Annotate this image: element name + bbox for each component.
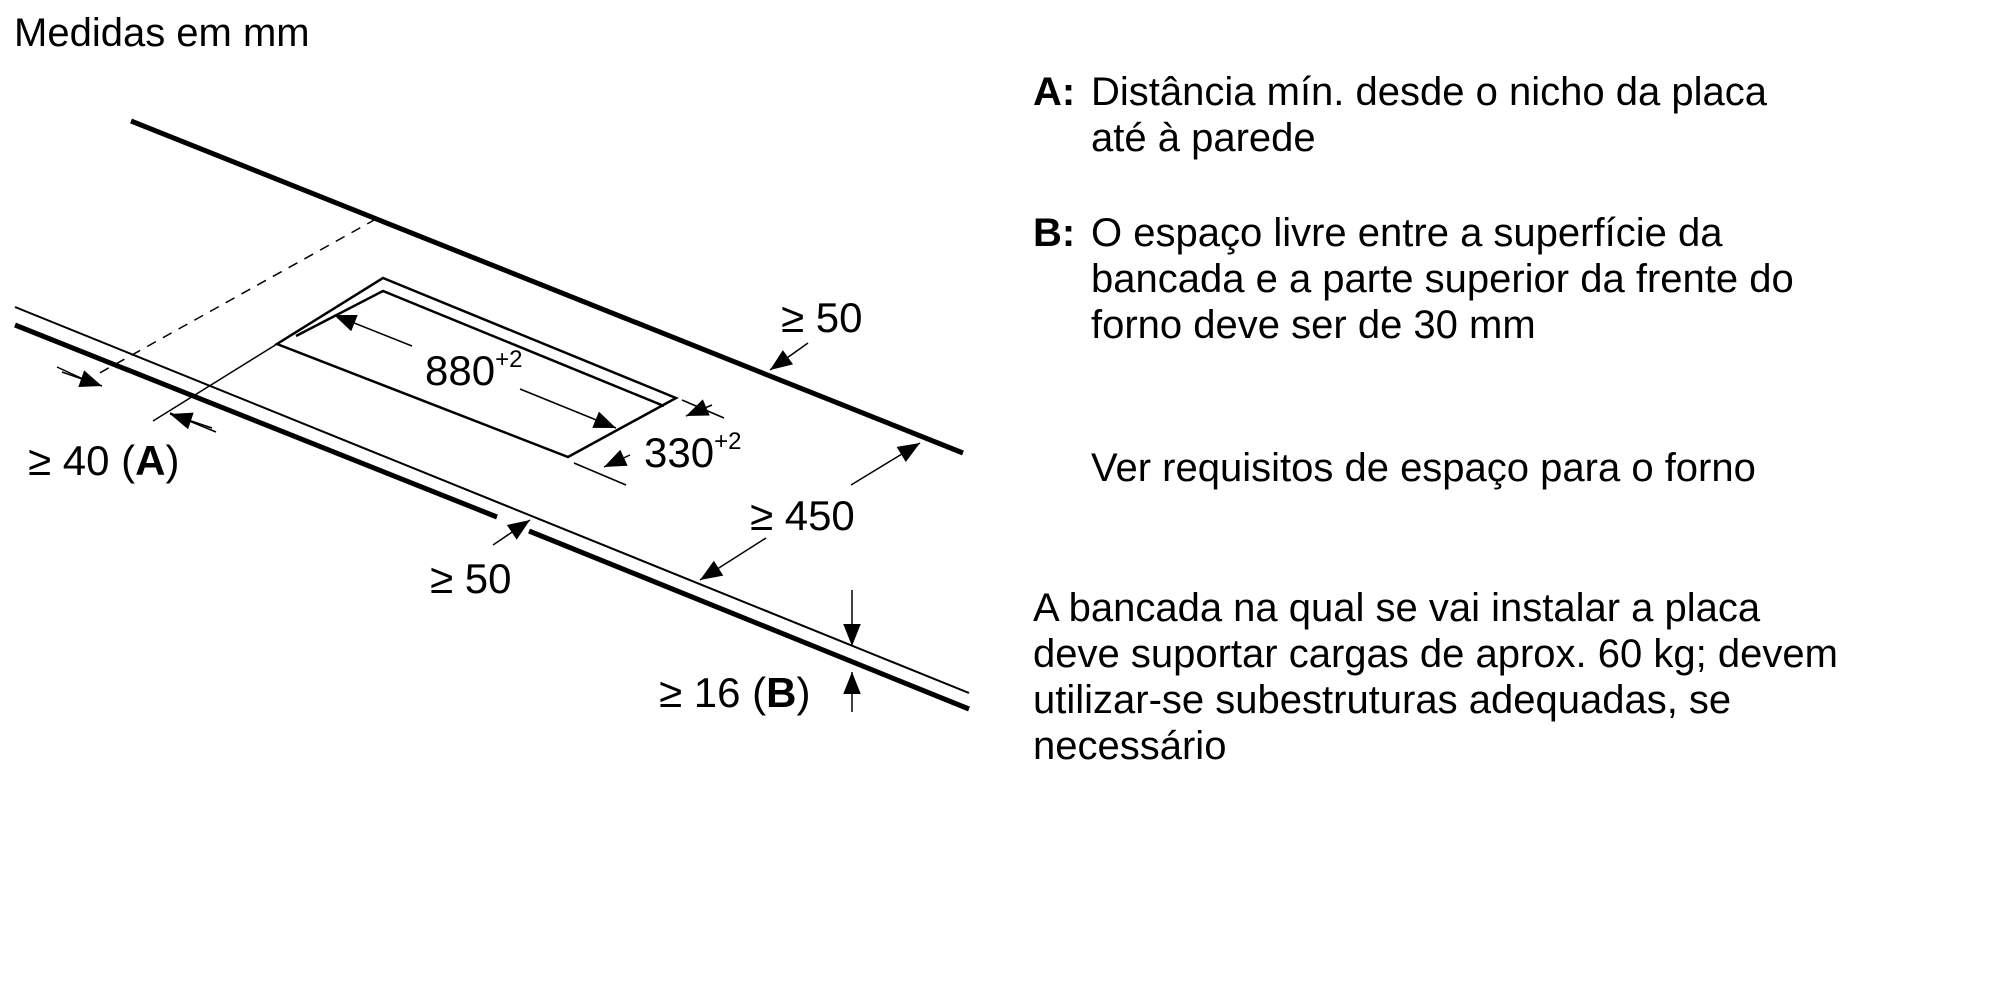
depth-label: ≥ 450 xyxy=(750,492,855,539)
note-line: utilizar-se subestruturas adequadas, se xyxy=(1033,678,1732,722)
a-label: ≥ 40 (A) xyxy=(28,437,179,484)
note-key: B: xyxy=(1033,211,1076,255)
note-line: deve suportar cargas de aprox. 60 kg; de… xyxy=(1033,632,1838,676)
a-arrow xyxy=(61,370,103,388)
units-title: Medidas em mm xyxy=(14,11,310,55)
note-line: bancada e a parte superior da frente do xyxy=(1091,257,1794,301)
a-arrow xyxy=(169,412,213,430)
note-line: até à parede xyxy=(1091,116,1316,160)
length-arrow xyxy=(519,388,617,429)
note-line: forno deve ser de 30 mm xyxy=(1091,303,1536,347)
note-line: A bancada na qual se vai instalar a plac… xyxy=(1033,586,1761,630)
front-clearance-arrow xyxy=(492,519,531,546)
worktop-bottom-edge xyxy=(528,528,970,712)
load-note: A bancada na qual se vai instalar a plac… xyxy=(1033,585,1838,769)
cutout-outline xyxy=(274,276,679,459)
oven-note: Ver requisitos de espaço para o forno xyxy=(1033,445,1756,491)
wall-clearance-label: ≥ 50 xyxy=(781,294,862,341)
note-line: Distância mín. desde o nicho da placa xyxy=(1091,70,1767,114)
note-a: A: Distância mín. desde o nicho da placa… xyxy=(1033,69,1767,161)
length-arrow xyxy=(333,314,413,347)
width-label: 330+2 xyxy=(644,428,741,476)
length-label: 880+2 xyxy=(425,346,522,394)
note-b: B: O espaço livre entre a superfície da … xyxy=(1033,210,1794,348)
wall-line xyxy=(130,118,964,456)
width-arrow xyxy=(685,399,713,417)
depth-arrow xyxy=(699,537,767,581)
dashed-reference-line xyxy=(95,218,377,376)
cutout-inner-edge xyxy=(295,289,665,408)
b-label: ≥ 16 (B) xyxy=(659,669,810,716)
note-line: O espaço livre entre a superfície da xyxy=(1091,211,1723,255)
depth-arrow xyxy=(850,442,921,486)
note-line: necessário xyxy=(1033,724,1227,768)
extension-line xyxy=(573,462,627,486)
worktop-bottom-edge xyxy=(14,322,498,520)
front-clearance-label: ≥ 50 xyxy=(430,555,511,602)
worktop-front-edge xyxy=(14,306,970,694)
note-key: A: xyxy=(1033,70,1076,114)
extension-line xyxy=(152,343,278,422)
width-arrow xyxy=(603,449,631,468)
wall-clearance-arrow xyxy=(769,342,809,371)
note-line: Ver requisitos de espaço para o forno xyxy=(1091,446,1756,490)
